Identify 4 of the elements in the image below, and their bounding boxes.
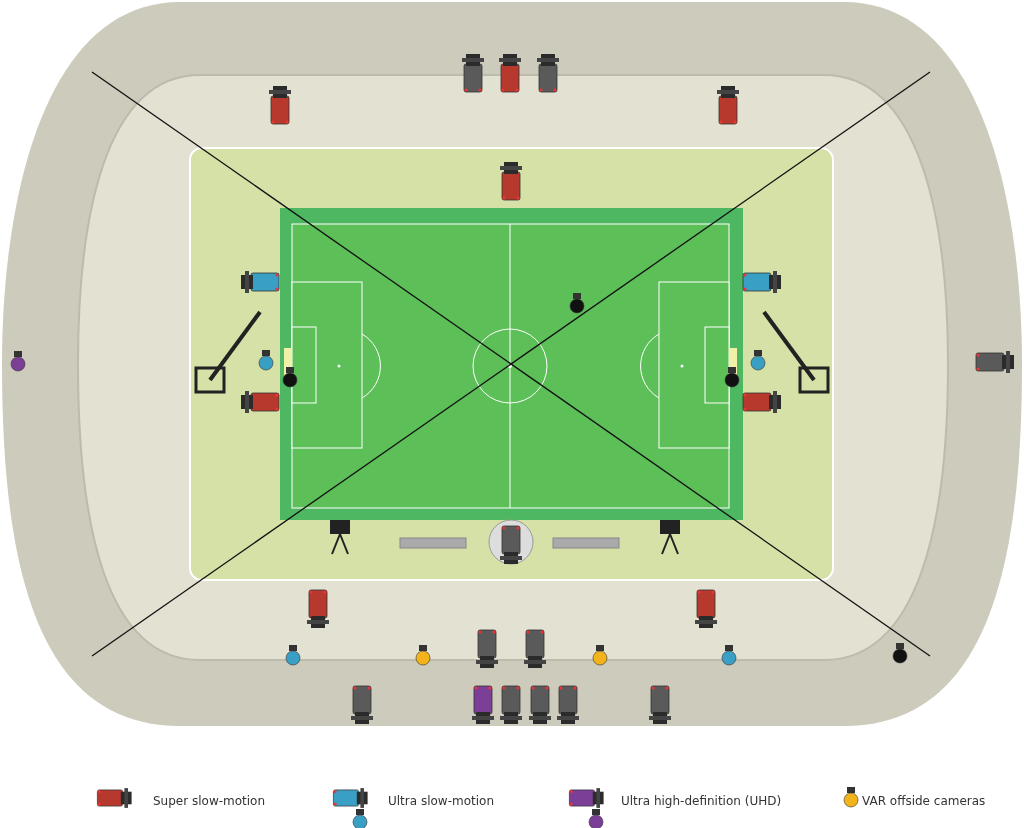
legend-text: Ultra high-definition (UHD) — [621, 794, 782, 808]
legend-text: Super slow-motion — [153, 794, 266, 808]
legend-text: Ultra slow-motion — [388, 794, 494, 808]
legend-text: VAR offside cameras — [862, 794, 986, 808]
